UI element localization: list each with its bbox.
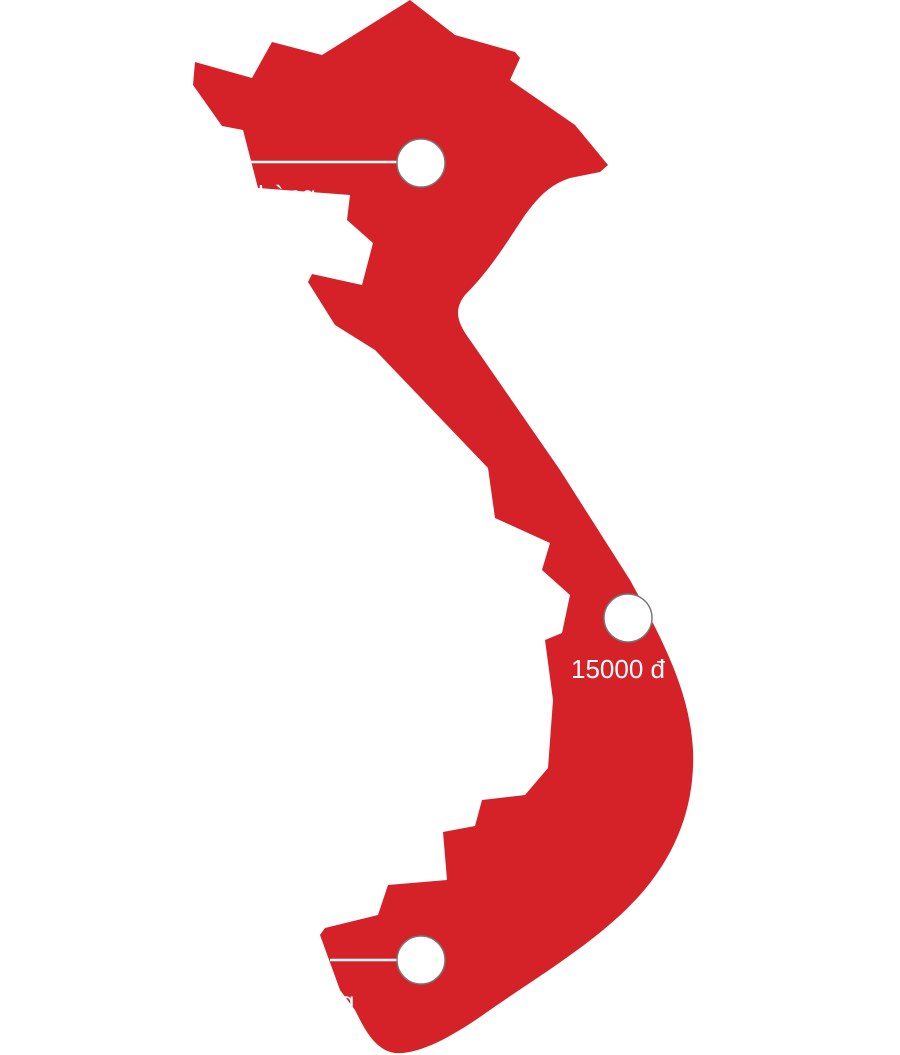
vietnam-shape [193,0,694,1054]
north-marker[interactable] [396,138,446,188]
south-label: g [340,986,355,1016]
central-marker[interactable] [603,593,653,643]
south-marker[interactable] [396,935,446,985]
north-label: hàng [258,180,316,210]
central-label: 15000 đ [571,654,665,684]
